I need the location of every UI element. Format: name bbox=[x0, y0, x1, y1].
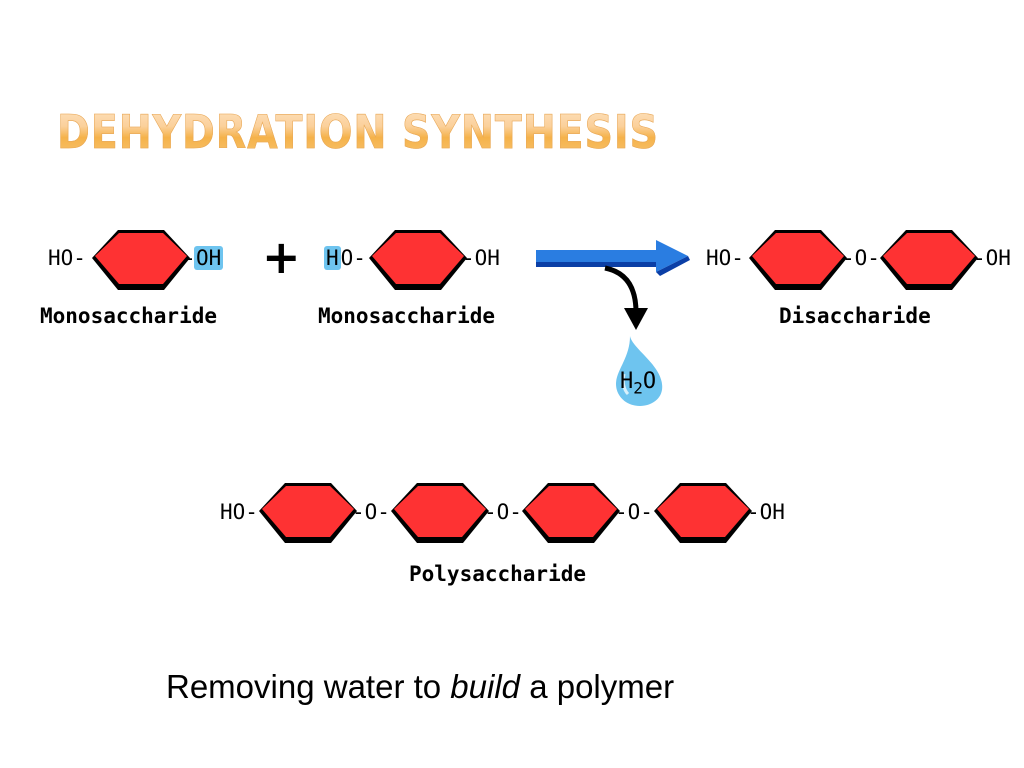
reactant2-ring bbox=[369, 230, 467, 290]
product-ring-1 bbox=[749, 230, 847, 290]
curved-arrow-icon bbox=[604, 265, 648, 330]
product-caption: Disaccharide bbox=[779, 304, 931, 328]
subtitle: Removing water to build a polymer bbox=[166, 668, 674, 706]
subtitle-emphasis: build bbox=[450, 668, 521, 705]
water-label: H2O bbox=[620, 370, 656, 400]
reactant2-left-rest: O- bbox=[340, 246, 366, 270]
reactant1-right-group: OH bbox=[194, 246, 224, 270]
reactant1-ring bbox=[92, 230, 190, 290]
product-ring-2 bbox=[880, 230, 978, 290]
hydroxyl-highlight: OH bbox=[194, 246, 224, 270]
water-subscript: 2 bbox=[633, 378, 643, 398]
reactant2-left-group: HO- bbox=[324, 246, 366, 270]
reaction-arrow-icon bbox=[536, 240, 690, 276]
polymer-ring-3 bbox=[522, 483, 620, 543]
polymer-ring-4 bbox=[654, 483, 752, 543]
water-o: O bbox=[642, 369, 657, 394]
reactant1-left-group: HO- bbox=[48, 246, 86, 270]
polymer-link-3: -O- bbox=[615, 500, 653, 524]
polymer-link-1: -O- bbox=[352, 500, 390, 524]
product-right-group: -OH bbox=[973, 246, 1011, 270]
subtitle-part2: a polymer bbox=[520, 668, 675, 705]
reactant1-caption: Monosaccharide bbox=[40, 304, 218, 328]
polymer-caption: Polysaccharide bbox=[409, 562, 587, 586]
hydrogen-highlight: H bbox=[324, 246, 341, 270]
plus-sign: + bbox=[262, 230, 301, 284]
polymer-link-2: -O- bbox=[484, 500, 522, 524]
polymer-ring-2 bbox=[391, 483, 489, 543]
subtitle-part1: Removing water to bbox=[166, 668, 451, 705]
product-left-group: HO- bbox=[706, 246, 744, 270]
polymer-left-group: HO- bbox=[220, 500, 258, 524]
polymer-ring-1 bbox=[259, 483, 357, 543]
page-title: DEHYDRATION SYNTHESIS bbox=[57, 105, 659, 160]
reactant2-caption: Monosaccharide bbox=[318, 304, 496, 328]
polymer-right-group: -OH bbox=[747, 500, 785, 524]
product-link: -O- bbox=[842, 246, 880, 270]
reactant1-right-dash: - bbox=[183, 246, 196, 270]
reactant2-right-group: -OH bbox=[462, 246, 500, 270]
water-h: H bbox=[620, 369, 634, 394]
water-drop-icon bbox=[616, 336, 663, 406]
